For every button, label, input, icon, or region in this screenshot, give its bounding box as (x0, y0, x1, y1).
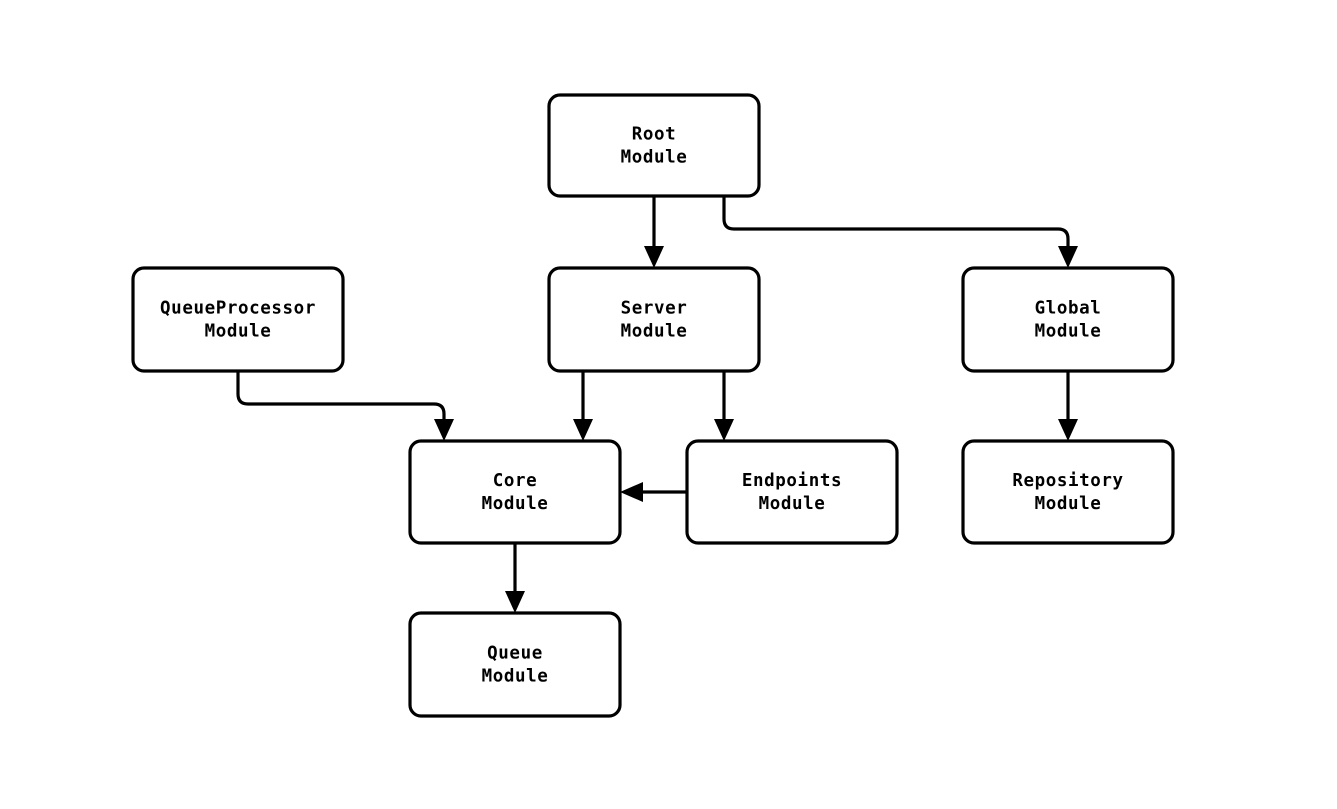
node-label-secondary: Module (1035, 322, 1102, 342)
node-box[interactable] (408, 439, 622, 545)
arrowhead-icon (620, 482, 643, 502)
node-box[interactable] (961, 266, 1175, 373)
node-label-primary: Server (621, 299, 688, 319)
arrowhead-icon (573, 419, 593, 441)
edge-line (236, 371, 446, 425)
edge-root-to-server (644, 196, 664, 268)
node-box[interactable] (408, 611, 622, 718)
node-label-secondary: Module (621, 322, 688, 342)
edge-queueprocessor-to-core (236, 371, 454, 441)
arrowhead-icon (505, 591, 525, 613)
edge-core-to-queue (505, 543, 525, 613)
node-label-secondary: Module (482, 494, 549, 514)
arrowhead-icon (714, 419, 734, 441)
edge-global-to-repository (1058, 371, 1078, 441)
node-label-primary: Global (1035, 299, 1102, 319)
edge-root-to-global (722, 196, 1078, 268)
node-box[interactable] (961, 439, 1175, 545)
node-label-primary: Root (632, 125, 677, 145)
node-label-primary: Core (493, 471, 538, 491)
node-label-primary: QueueProcessor (160, 299, 316, 319)
arrowhead-icon (434, 419, 454, 441)
node-box[interactable] (685, 439, 899, 545)
node-label-secondary: Module (482, 667, 549, 687)
node-label-primary: Queue (487, 644, 543, 664)
edge-server-to-core (573, 371, 593, 441)
arrowhead-icon (644, 246, 664, 268)
edge-endpoints-to-core (620, 482, 687, 502)
edges-layer (236, 196, 1078, 613)
node-label-secondary: Module (621, 148, 688, 168)
edge-line (722, 196, 1070, 252)
node-box[interactable] (547, 266, 761, 373)
edge-server-to-endpoints (714, 371, 734, 441)
arrowhead-icon (1058, 419, 1078, 441)
arrowhead-icon (1058, 246, 1078, 268)
node-label-primary: Repository (1012, 471, 1123, 491)
nodes-layer: RootModuleQueueProcessorModuleServerModu… (131, 93, 1175, 718)
node-label-primary: Endpoints (742, 471, 842, 491)
node-label-secondary: Module (1035, 494, 1102, 514)
node-label-secondary: Module (759, 494, 826, 514)
node-box[interactable] (547, 93, 761, 198)
node-box[interactable] (131, 266, 345, 373)
node-label-secondary: Module (205, 322, 272, 342)
